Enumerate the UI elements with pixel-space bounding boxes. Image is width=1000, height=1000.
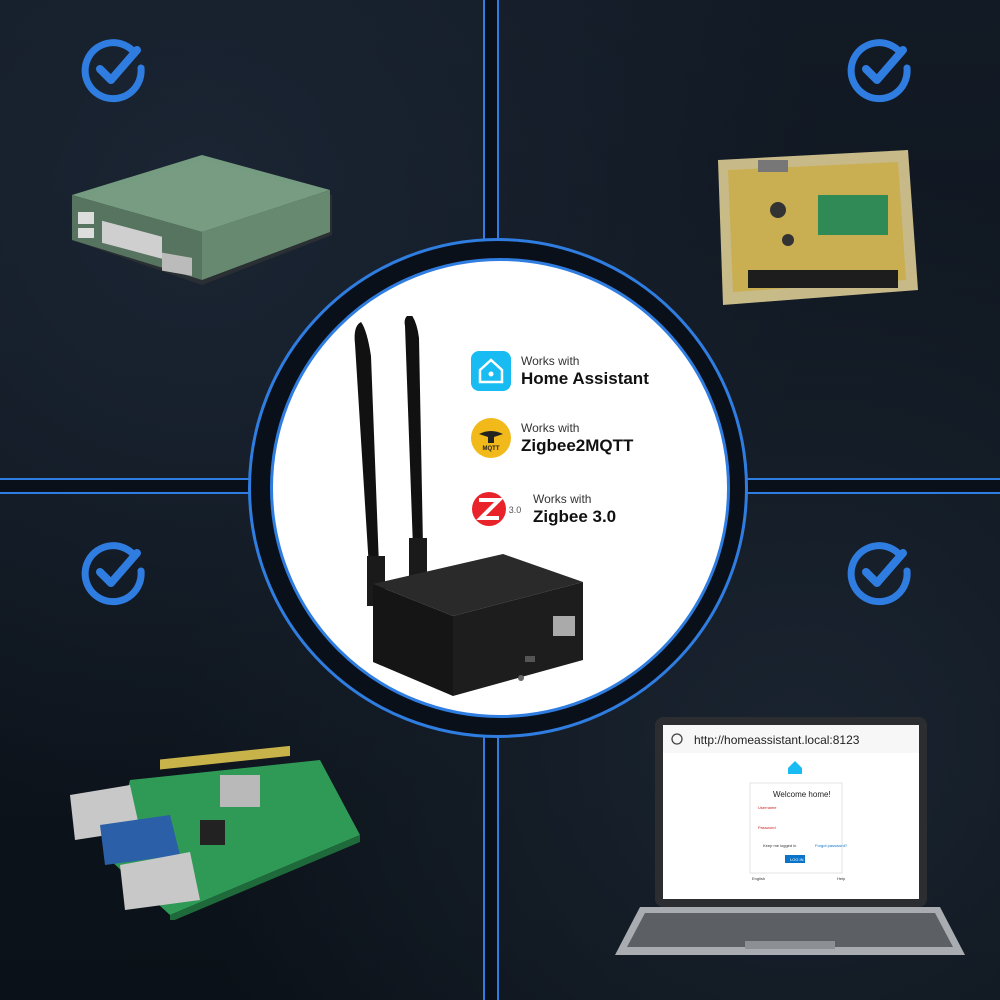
zigbee2mqtt-icon: MQTT [471,418,511,458]
zigbee-version-text: 3.0 [509,505,522,515]
zigbee-icon: 3.0 [471,489,523,529]
center-circle: Works with Home Assistant MQTT Works wit… [270,258,730,718]
clear-case-device-image [718,150,918,305]
laptop-image [615,717,965,955]
username-label: Username [758,805,777,810]
check-circle-icon [847,542,911,606]
help-text: Help [837,876,846,881]
badge-zigbee2mqtt: MQTT Works with Zigbee2MQTT [471,418,633,458]
login-button: LOG IN [790,857,804,862]
badge-zigbee: 3.0 Works with Zigbee 3.0 [471,489,616,529]
badge-home-assistant: Works with Home Assistant [471,351,649,391]
check-circle-icon [847,39,911,103]
badge-title: Zigbee2MQTT [521,435,634,455]
green-case-device-image [72,155,332,285]
badge-small-text: Works with [521,420,580,435]
zigbee-gateway-device-image [354,316,583,696]
raspberry-pi-board-image [70,745,360,920]
welcome-text: Welcome home! [773,790,831,799]
mqtt-logo-text: MQTT [483,446,500,452]
forgot-password-link: Forgot password? [815,843,848,848]
check-circle-icon [81,542,145,606]
badge-title: Home Assistant [521,368,649,388]
badge-title: Zigbee 3.0 [533,506,617,526]
url-text: http://homeassistant.local:8123 [694,733,860,747]
keep-logged-text: Keep me logged in [763,843,797,848]
home-assistant-icon [471,351,511,391]
badge-small-text: Works with [533,491,592,506]
badge-small-text: Works with [521,353,580,368]
check-circle-icon [81,39,145,103]
password-label: Password [758,825,776,830]
language-text: English [752,876,766,881]
